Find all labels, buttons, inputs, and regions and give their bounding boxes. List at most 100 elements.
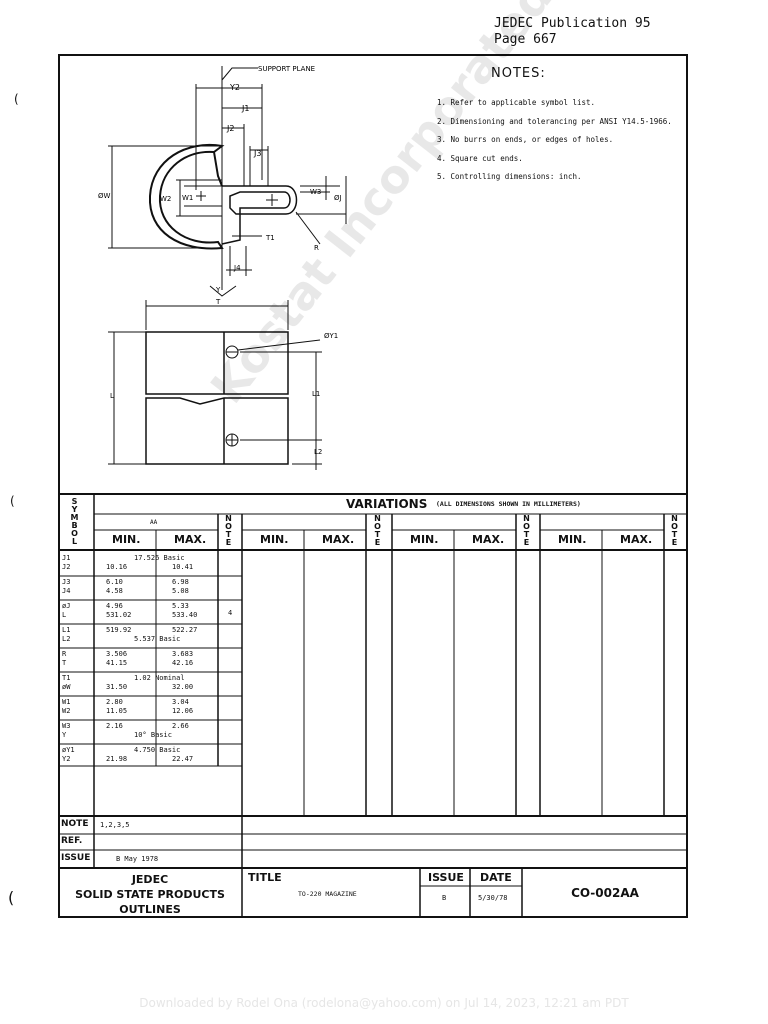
date-label: DATE <box>480 871 512 884</box>
support-plane-label: SUPPORT PLANE <box>258 65 315 73</box>
label-w: ØW <box>98 192 111 200</box>
margin-mark: ( <box>8 888 15 907</box>
row-max-value: 12.06 <box>172 707 194 715</box>
org-line: SOLID STATE PRODUCTS <box>75 888 225 901</box>
row-max-value: 22.47 <box>172 755 194 763</box>
note-header: NOTE <box>224 514 233 546</box>
label-l2: L2 <box>314 448 322 456</box>
label-t: T <box>215 298 221 306</box>
row-basic-value: 17.526 Basic <box>134 554 185 562</box>
row-min-value: 4.96 <box>106 602 123 610</box>
row-symbol: W2 <box>62 707 71 715</box>
note-item: 2. Dimensioning and tolerancing per ANSI… <box>437 116 672 126</box>
label-w3: W3 <box>310 188 321 196</box>
row-min-value: 3.506 <box>106 650 128 658</box>
label-r: R <box>314 244 319 252</box>
row-symbol: J4 <box>62 587 71 595</box>
note-header: NOTE <box>522 514 531 546</box>
label-j2: J2 <box>226 124 234 133</box>
row-symbol: L <box>62 611 67 619</box>
row-basic-value: 1.02 Nominal <box>134 674 185 682</box>
row-symbol: W3 <box>62 722 71 730</box>
download-footer: Downloaded by Rodel Ona (rodelona@yahoo.… <box>139 996 629 1010</box>
label-j3: J3 <box>253 149 261 158</box>
row-symbol: L1 <box>62 626 71 634</box>
label-j1: J1 <box>241 104 249 113</box>
row-max-value: 5.08 <box>172 587 189 595</box>
note-row-value: 1,2,3,5 <box>100 821 130 829</box>
publication-title: JEDEC Publication 95 <box>494 16 651 31</box>
variations-table-grid <box>58 493 688 918</box>
label-l: L <box>110 392 114 400</box>
label-l1: L1 <box>312 390 320 398</box>
label-t1: T1 <box>265 234 275 242</box>
row-max-value: 10.41 <box>172 563 194 571</box>
var4-min-header: MIN. <box>558 533 587 546</box>
row-max-value: 522.27 <box>172 626 198 634</box>
row-min-value: 21.98 <box>106 755 128 763</box>
margin-mark: ( <box>10 494 15 508</box>
row-symbol: W1 <box>62 698 71 706</box>
row-symbol: øJ <box>62 602 71 610</box>
row-symbol: T <box>62 659 67 667</box>
row-basic-value: 10° Basic <box>134 731 172 739</box>
label-phiy1: ØY1 <box>324 332 338 340</box>
row-basic-value: 5.537 Basic <box>134 635 181 643</box>
date-value: 5/30/78 <box>478 894 508 902</box>
row-min-value: 31.50 <box>106 683 128 691</box>
symbol-header: SYMBOL <box>70 497 79 545</box>
var3-max-header: MAX. <box>472 533 505 546</box>
var2-min-header: MIN. <box>260 533 289 546</box>
note-row-label: NOTE <box>61 819 89 829</box>
row-symbol: Y2 <box>62 755 71 763</box>
issue-row-label: ISSUE <box>61 853 91 863</box>
notes-list: 1. Refer to applicable symbol list. 2. D… <box>437 94 672 187</box>
publication-header: JEDEC Publication 95 Page 667 <box>494 16 651 48</box>
note-item: 5. Controlling dimensions: inch. <box>437 172 582 181</box>
row-max-value: 3.683 <box>172 650 194 658</box>
label-w2: W2 <box>160 195 171 203</box>
label-w1: W1 <box>182 194 193 202</box>
row-symbol: J1 <box>62 554 71 562</box>
org-line: OUTLINES <box>119 903 181 916</box>
label-y2: Y2 <box>229 83 240 92</box>
note-item: 1. Refer to applicable symbol list. <box>437 98 596 107</box>
row-max-value: 3.04 <box>172 698 189 706</box>
row-symbol: J3 <box>62 578 71 586</box>
title-label: TITLE <box>248 871 282 884</box>
var2-max-header: MAX. <box>322 533 355 546</box>
issue-label: ISSUE <box>428 871 464 884</box>
drawing-frame <box>58 54 688 918</box>
variations-units-note: (ALL DIMENSIONS SHOWN IN MILLIMETERS) <box>436 500 581 508</box>
row-min-value: 41.15 <box>106 659 128 667</box>
magazine-drawing: SUPPORT PLANE Y2 J1 J2 J3 ØW W2 W1 W3 ØJ… <box>98 65 347 470</box>
row-symbol: T1 <box>62 674 71 682</box>
note-item: 3. No burrs on ends, or edges of holes. <box>437 135 614 144</box>
margin-mark: ( <box>14 92 19 106</box>
note-header: NOTE <box>373 514 382 546</box>
row-symbol: Y <box>62 731 67 739</box>
row-min-value: 519.92 <box>106 626 132 634</box>
row-note: 4 <box>228 609 233 617</box>
label-y: Y <box>215 286 221 294</box>
row-min-value: 2.80 <box>106 698 123 706</box>
notes-title: NOTES: <box>491 66 546 81</box>
label-j4: J4 <box>233 264 241 272</box>
org-line: JEDEC <box>131 873 169 886</box>
variation-aa: AA <box>150 519 158 526</box>
aa-min-header: MIN. <box>112 533 141 546</box>
organization-block: JEDEC SOLID STATE PRODUCTS OUTLINES <box>58 872 242 917</box>
row-symbol: R <box>62 650 67 658</box>
variations-title: VARIATIONS <box>346 497 428 511</box>
row-symbol: øY1 <box>62 746 75 754</box>
note-item: 4. Square cut ends. <box>437 153 523 163</box>
note-header: NOTE <box>670 514 679 546</box>
row-max-value: 533.40 <box>172 611 198 619</box>
row-min-value: 11.05 <box>106 707 128 715</box>
ref-row-label: REF. <box>61 836 83 846</box>
row-basic-value: 4.750 Basic <box>134 746 181 754</box>
row-min-value: 2.16 <box>106 722 123 730</box>
label-phij: ØJ <box>334 194 342 202</box>
row-symbol: øW <box>62 683 71 691</box>
page-number: Page 667 <box>494 32 557 47</box>
